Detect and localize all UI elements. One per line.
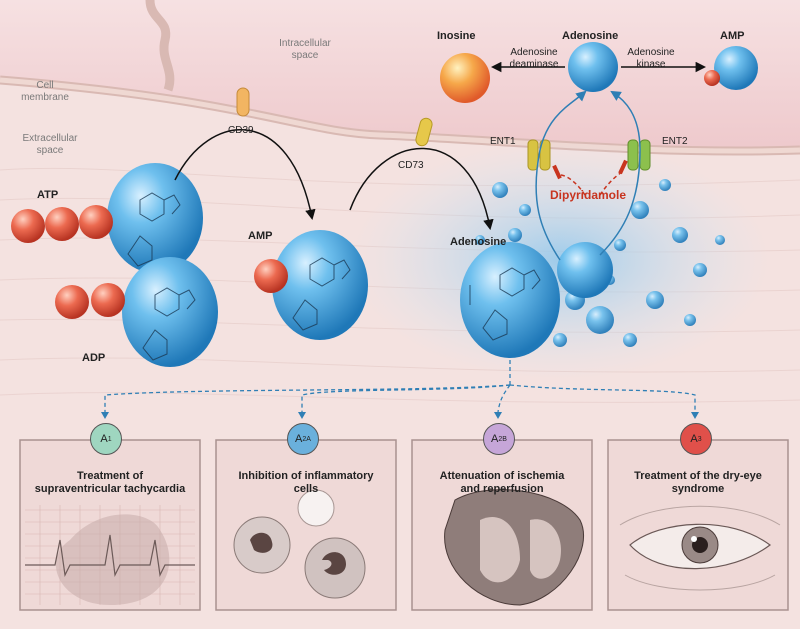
panel-a1-title: Treatment of supraventricular tachycardi… [34,470,186,496]
amp-intra-label: AMP [720,30,745,42]
adenosine-extra-sphere [460,242,560,358]
cd39-protein [236,87,250,117]
eye-illustration [619,505,781,591]
adenosine-bubble-large [557,242,613,298]
a2b-receptor-subtype: 2B [498,435,507,443]
adenosine-extra-label: Adenosine [450,236,507,248]
a1-receptor-subtype: 1 [107,435,112,443]
panel-a2a-title: Inhibition of inflammatory cells [238,470,374,496]
membrane-label: Cell membrane [21,80,69,103]
ent1-label: ENT1 [490,136,516,147]
cd73-protein [415,117,433,147]
ent1-transporter [527,139,551,171]
ent2-transporter [627,139,651,171]
cd73-label: CD73 [398,160,424,171]
a3-receptor-subtype: 3 [697,435,702,443]
cd39-label: CD39 [228,125,254,136]
amp-intra-sphere [714,46,758,90]
panel-a2b-title: Attenuation of ischemia and reperfusion [439,470,565,496]
a2a-receptor-name: A [295,433,303,445]
inflammatory-cells-illustration [233,489,366,599]
a2b-receptor-name: A [491,433,499,445]
adp-phosphates [55,283,125,319]
heart-ecg-illustration [25,505,195,605]
inosine-sphere [440,53,490,103]
atp-label: ATP [37,189,59,201]
a3-receptor-name: A [690,433,698,445]
amp-phosphate [254,259,288,293]
heart-section-illustration [444,489,585,606]
panel-a3-title: Treatment of the dry-eye syndrome [634,470,762,496]
intracellular-label: Intracellular space [279,38,331,61]
a1-receptor-name: A [100,433,108,445]
adenosine-kinase-label: Adenosine kinase [627,47,675,70]
amp-phosphate [704,70,720,86]
ent1-transport-arrow [535,90,587,261]
molecule-structures [127,192,541,361]
ent2-label: ENT2 [662,136,688,147]
adp-label: ADP [82,352,106,364]
dipyridamole-label: Dipyridamole [550,188,627,202]
receptor-branches [104,360,696,413]
dipyridamole-inhibition [552,159,628,196]
ent2-transport-arrow [599,90,641,256]
adenosine-intra-label: Adenosine [562,30,619,42]
adenosine-intra-sphere [568,42,618,92]
cd73-arrow [349,147,494,231]
extracellular-label: Extracellular space [22,133,78,156]
atp-adenosine [107,163,203,273]
cd39-arrow [174,129,316,221]
adenosine-bubbles [475,179,725,347]
adenosine-deaminase-label: Adenosine deaminase [509,47,559,70]
a2a-receptor-subtype: 2A [302,435,311,443]
adp-adenosine [122,257,218,367]
amp-extra-label: AMP [248,230,273,242]
inosine-label: Inosine [437,30,476,42]
atp-phosphates [11,205,113,243]
